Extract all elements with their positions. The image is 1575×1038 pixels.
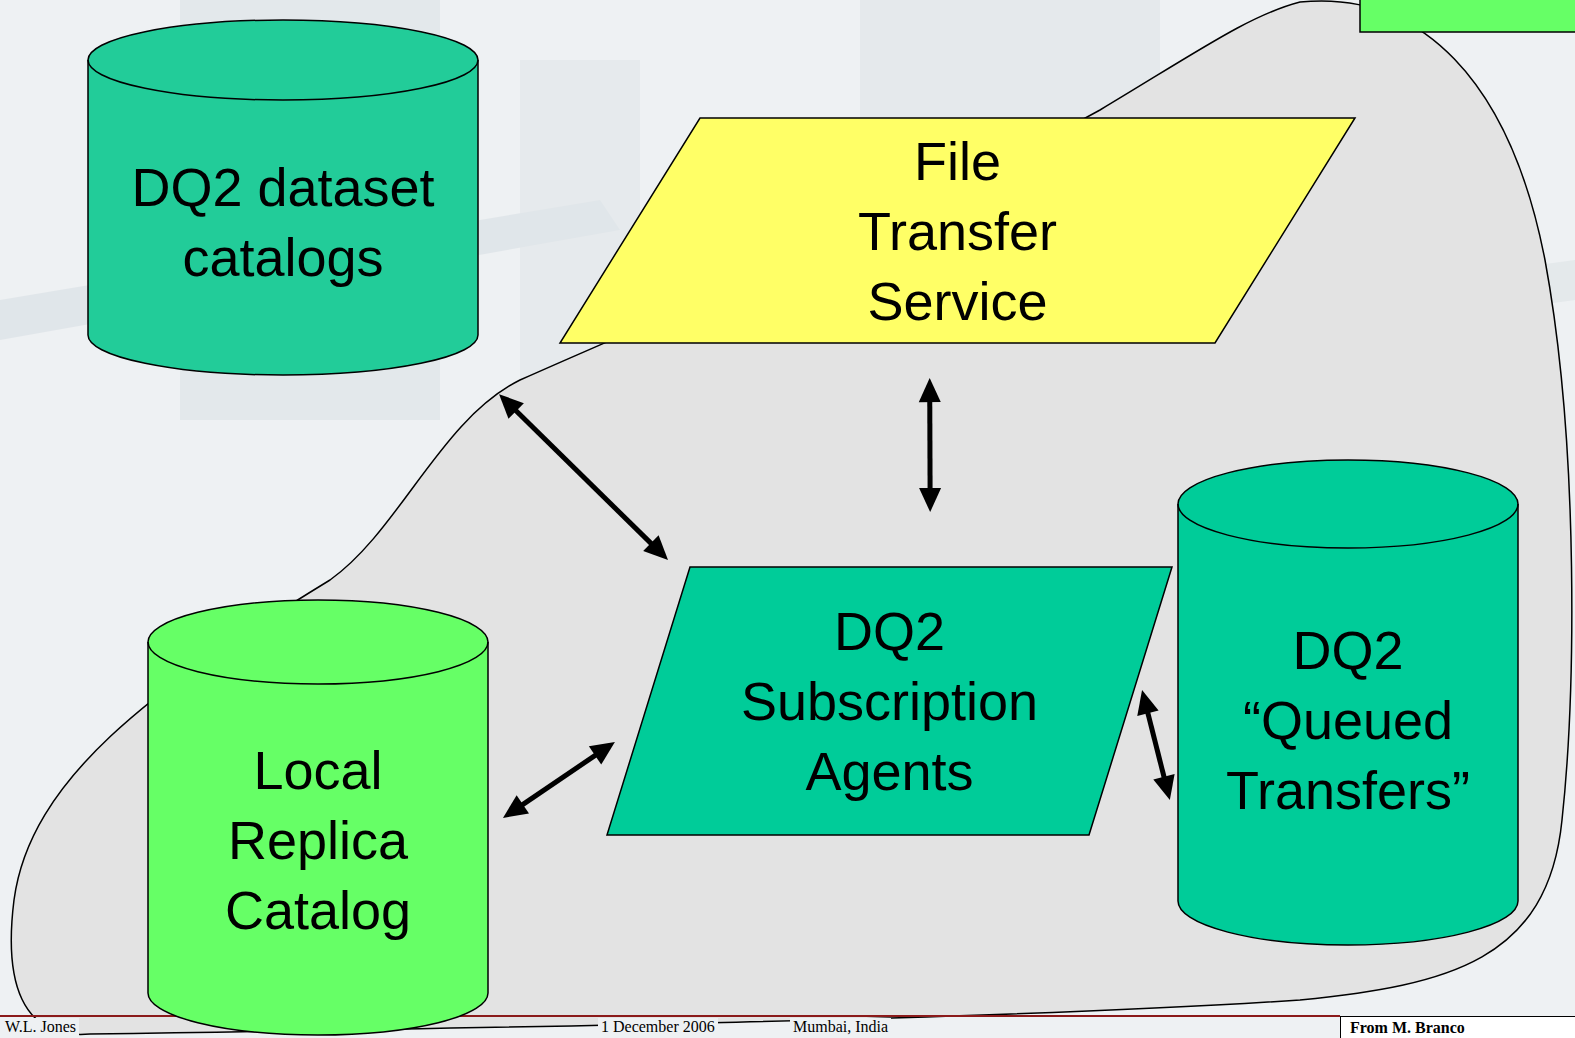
node-label: DQ2 Subscription Agents xyxy=(730,596,1050,806)
node-label: DQ2 “Queued Transfers” xyxy=(1203,615,1493,825)
catalog-cylinder: Local Replica Catalog xyxy=(148,600,488,1035)
arrowhead xyxy=(919,378,941,402)
node-label: DQ2 dataset catalogs xyxy=(103,152,463,292)
double-arrow xyxy=(499,394,668,560)
queue-cylinder: DQ2 “Queued Transfers” xyxy=(1178,460,1518,945)
catalog-cylinder: DQ2 dataset catalogs xyxy=(88,20,478,375)
node-label: Local Replica Catalog xyxy=(198,735,438,945)
arrowhead xyxy=(919,488,941,512)
footer-text: 1 December 2006 xyxy=(598,1018,718,1036)
footer-text: W.L. Jones xyxy=(2,1018,79,1036)
double-arrow xyxy=(919,378,941,512)
agent-parallelogram: DQ2 Subscription Agents xyxy=(607,567,1172,835)
arrowhead xyxy=(1137,690,1158,716)
connector-line xyxy=(515,410,653,545)
service-parallelogram: File Transfer Service xyxy=(560,118,1355,343)
corner-box xyxy=(1360,0,1575,32)
credit-box: From M. Branco xyxy=(1340,1016,1575,1038)
arrowhead xyxy=(643,535,668,560)
footer-text: Mumbai, India xyxy=(790,1018,891,1036)
credit-note: From M. Branco xyxy=(1347,1019,1575,1037)
arrowhead xyxy=(503,795,529,818)
connector-line xyxy=(521,754,597,805)
node-label: File Transfer Service xyxy=(828,126,1088,336)
arrowhead xyxy=(499,394,524,419)
double-arrow xyxy=(503,742,615,818)
connector-line xyxy=(1147,711,1164,778)
arrowhead xyxy=(589,742,615,765)
double-arrow xyxy=(1137,690,1174,800)
arrowhead xyxy=(1153,774,1174,800)
agent-site-region xyxy=(11,1,1572,1034)
connector-line xyxy=(927,400,932,490)
